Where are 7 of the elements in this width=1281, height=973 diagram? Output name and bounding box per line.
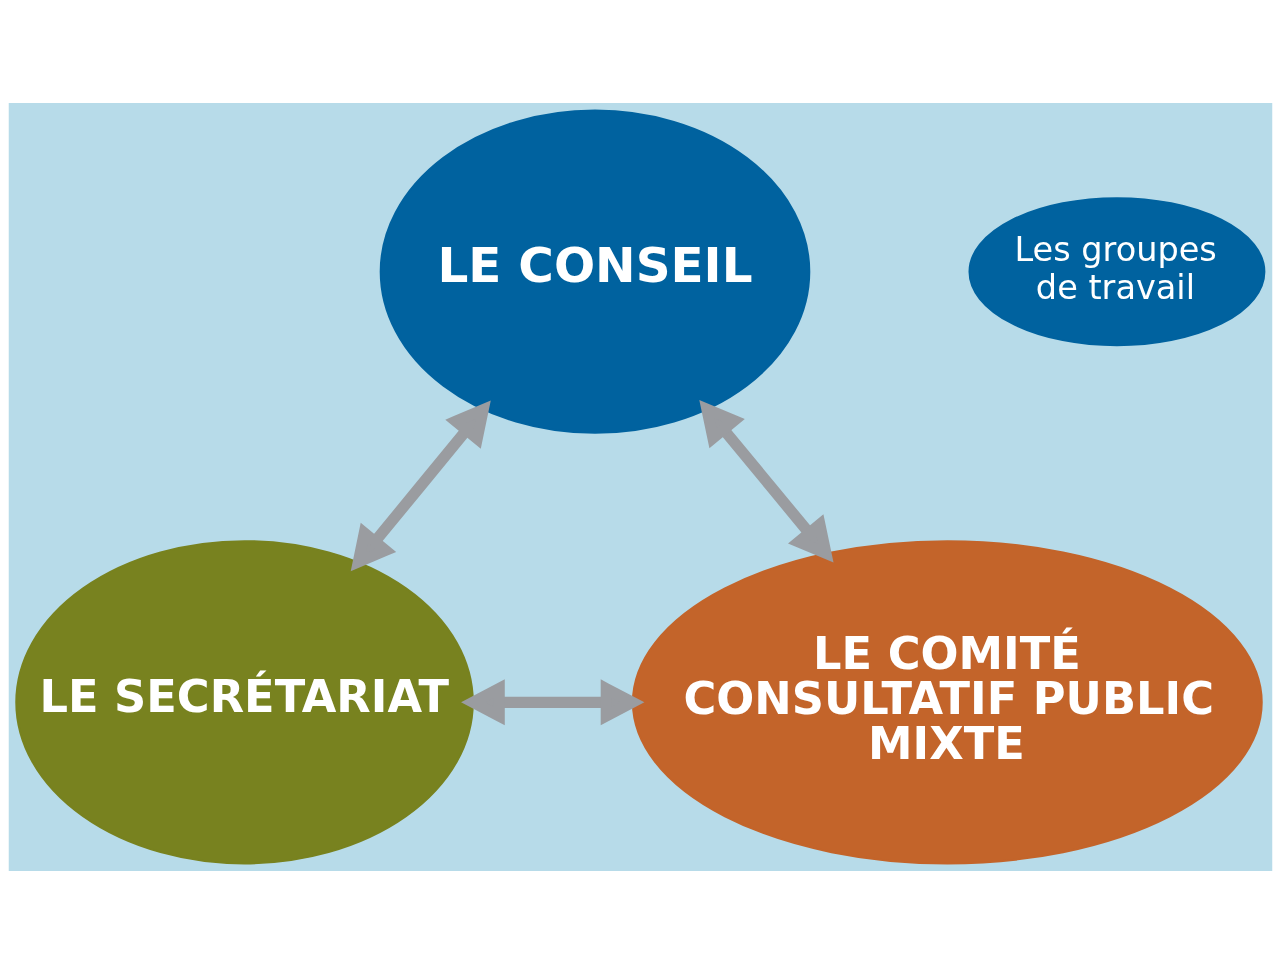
arrow	[461, 678, 645, 725]
arrow	[699, 399, 834, 563]
node-ellipse: LE SECRÉTARIAT	[15, 539, 474, 864]
node-ellipse: Les groupes de travail	[968, 196, 1266, 346]
arrow	[350, 400, 491, 571]
node-ellipse: LE CONSEIL	[379, 109, 811, 434]
node-ellipse: LE COMITÉ CONSULTATIF PUBLIC MIXTE	[631, 539, 1263, 864]
